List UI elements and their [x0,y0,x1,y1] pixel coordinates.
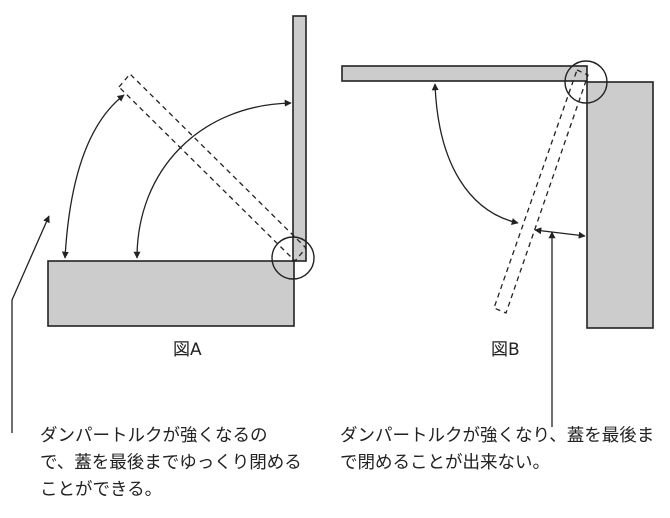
figure-a-callout-leader [11,215,50,433]
figure-b-side-box [586,81,654,329]
figure-a-lid-midway-dashed [118,73,307,262]
figure-a-label: 図A [173,340,202,360]
figure-b-label: 図B [491,340,520,360]
figure-a-base-box [47,260,295,327]
figure-b-lid-stopped-dashed [493,69,589,314]
figure-b-caption: ダンパートルクが強くなり、蓋を最後ま で閉めることが出来ない。 [340,426,655,473]
figure-a-arc-inner-arrow [133,99,292,259]
figure-a-arc-outer-arrow [61,94,125,259]
figure-b-hinge-circle [564,60,608,104]
figure-a: 図A [11,15,315,433]
figure-b-arc-large-arrow [431,83,519,225]
figure-a-caption: ダンパートルクが強くなるの で、蓋を最後までゆっくり閉める ことができる。 [40,426,302,500]
figure-b: 図B [341,60,654,427]
figure-b-arc-small-arrow [534,227,586,239]
figure-a-lid-vertical [292,15,307,262]
figure-b-lid-horizontal [341,65,588,82]
